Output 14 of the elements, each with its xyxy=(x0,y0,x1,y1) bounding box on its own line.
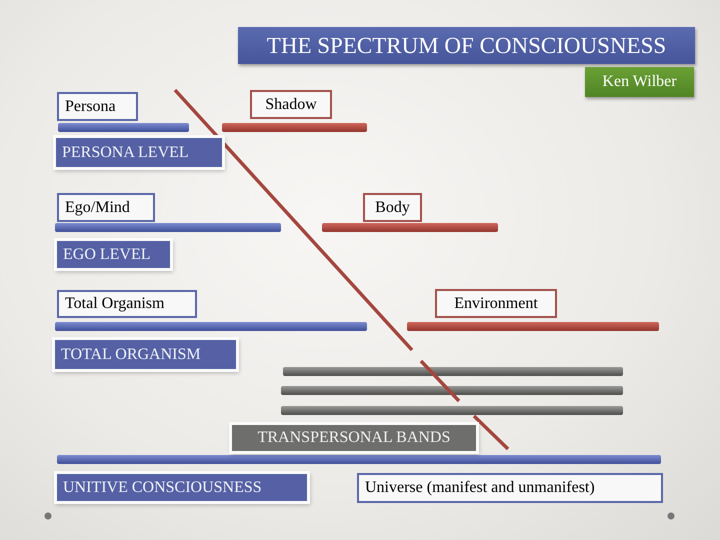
label-box: Shadow xyxy=(250,90,332,119)
label-box: Universe (manifest and unmanifest) xyxy=(357,473,663,503)
level-label: TRANSPERSONAL BANDS xyxy=(232,425,476,451)
level-label: EGO LEVEL xyxy=(57,241,170,268)
level-label: UNITIVE CONSCIOUSNESS xyxy=(57,474,307,501)
title-banner: THE SPECTRUM OF CONSCIOUSNESS xyxy=(238,27,695,64)
level-label: TOTAL ORGANISM xyxy=(55,340,236,369)
label-box: Persona xyxy=(57,92,138,121)
level-label: PERSONA LEVEL xyxy=(56,138,222,167)
label-box: Environment xyxy=(435,289,557,318)
label-box: Total Organism xyxy=(57,290,197,318)
author-label: Ken Wilber xyxy=(585,67,694,97)
label-box: Body xyxy=(363,193,422,222)
label-box: Ego/Mind xyxy=(57,193,155,222)
